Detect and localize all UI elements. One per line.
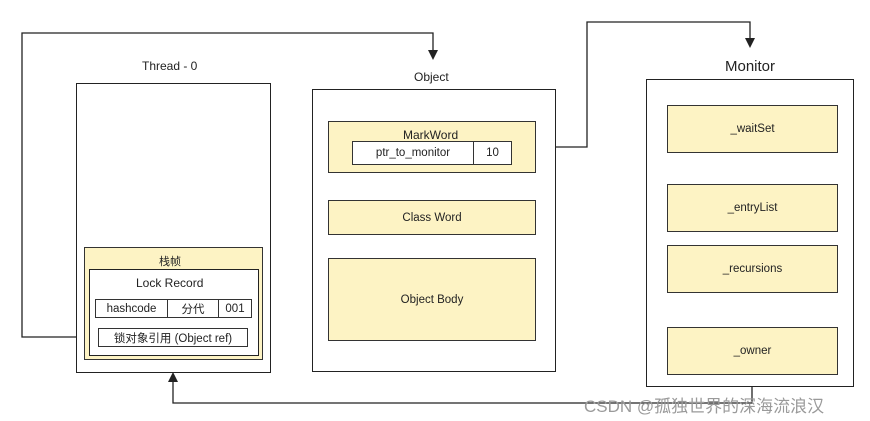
class-word-box: Class Word	[328, 200, 536, 235]
owner-box: _owner	[667, 327, 838, 375]
object-ref-field: 锁对象引用 (Object ref)	[98, 328, 248, 347]
markword-monitor-arrow	[536, 21, 755, 148]
stack-frame-label: 栈帧	[159, 256, 181, 268]
lock-flag-field: 10	[473, 141, 512, 165]
owner-thread-arrow	[168, 372, 753, 404]
ptr-to-monitor-field: ptr_to_monitor	[352, 141, 474, 165]
recursions-box: _recursions	[667, 245, 838, 293]
object-title: Object	[414, 70, 449, 84]
watermark: CSDN @孤独世界的深海流浪汉	[584, 397, 825, 416]
markword-title: MarkWord	[403, 128, 459, 142]
entry-list-box: _entryList	[667, 184, 838, 232]
age-field: 分代	[167, 299, 219, 318]
lock-bits-field: 001	[218, 299, 252, 318]
object-body-box: Object Body	[328, 258, 536, 341]
thread-title: Thread - 0	[142, 59, 198, 73]
object-ref-arrow	[21, 32, 438, 338]
hashcode-field: hashcode	[95, 299, 168, 318]
wait-set-box: _waitSet	[667, 105, 838, 153]
monitor-title: Monitor	[725, 58, 776, 75]
lock-record-title: Lock Record	[136, 276, 204, 290]
